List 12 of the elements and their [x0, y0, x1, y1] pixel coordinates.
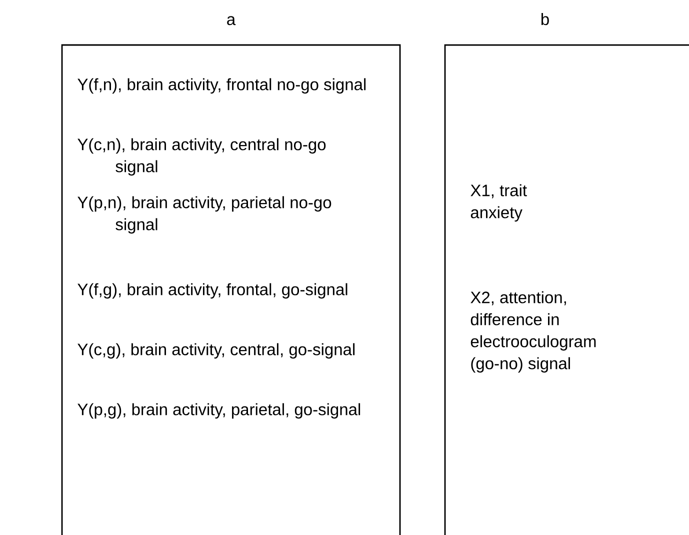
panel-box [444, 13, 689, 535]
panel-heading: b [541, 13, 549, 26]
variable-text: Y(c,n), brain activity, central no-go signal [78, 138, 326, 176]
variable-text: Y(f,n), brain activity, frontal no-go signal [78, 78, 366, 94]
variable-text: X1, trait anxiety [470, 184, 527, 222]
variable-text: X2, attention, difference in electrooculogram (go-no) signal [470, 291, 596, 373]
variable-text: Y(f,g), brain activity, frontal, go-signal [78, 283, 348, 299]
variable-text: Y(c,g), brain activity, central, go-signal [78, 343, 355, 359]
variable-text: Y(p,g), brain activity, parietal, go-signal [78, 403, 360, 419]
variable-text: Y(p,n), brain activity, parietal no-go signal [78, 196, 332, 234]
panel-box [61, 16, 401, 535]
panel-heading: a [227, 16, 236, 26]
